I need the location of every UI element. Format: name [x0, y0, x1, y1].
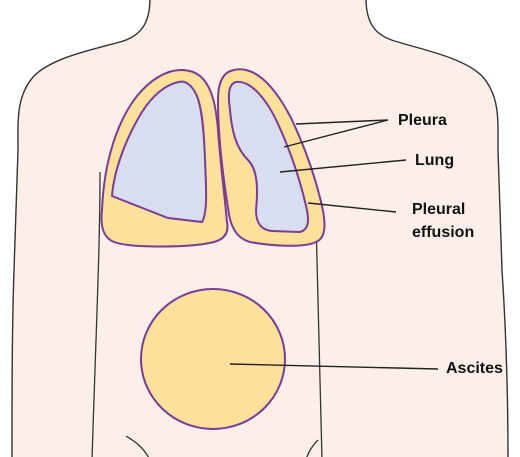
ascites-region	[141, 289, 285, 429]
label-pleural-effusion-line1: Pleural	[412, 200, 465, 219]
label-pleura: Pleura	[398, 111, 447, 130]
label-ascites: Ascites	[446, 359, 503, 378]
label-pleural-effusion-line2: effusion	[412, 223, 474, 242]
label-lung: Lung	[415, 151, 454, 170]
